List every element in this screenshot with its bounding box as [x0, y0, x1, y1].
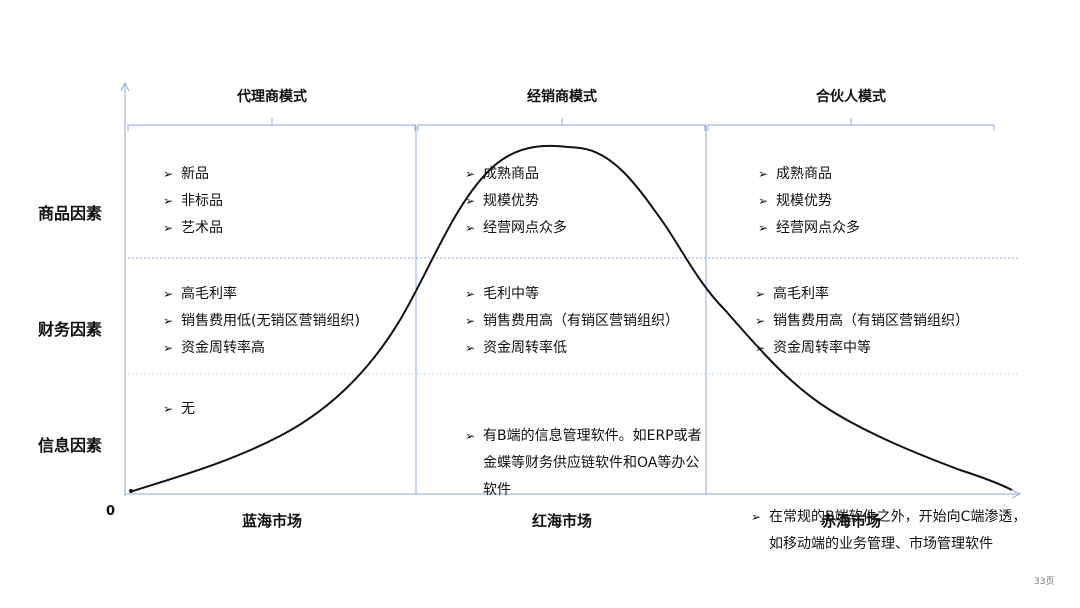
list-item: 资金周转率低 [465, 335, 679, 362]
market-red-label: 红海市场 [531, 512, 592, 530]
cell-info-partner: 在常规的B端软件之外，开始向C端渗透，如移动端的业务管理、市场管理软件 [751, 504, 1034, 558]
list-item: 经营网点众多 [758, 215, 860, 242]
list-item: 新品 [163, 161, 223, 188]
list-item: 成熟商品 [758, 161, 860, 188]
x-axis-arrow-icon [1011, 489, 1022, 499]
row-label-finance: 财务因素 [38, 320, 103, 339]
list-item: 成熟商品 [465, 161, 567, 188]
cell-finance-agent: 高毛利率 销售费用低(无销区营销组织) 资金周转率高 [163, 281, 360, 362]
list-item: 规模优势 [465, 188, 567, 215]
page-number: 33页 [1034, 577, 1055, 587]
list-item: 经营网点众多 [465, 215, 567, 242]
list-item: 资金周转率高 [163, 335, 360, 362]
header-partner-mode: 合伙人模式 [816, 89, 886, 105]
row-label-info: 信息因素 [38, 436, 103, 455]
list-item: 高毛利率 [755, 281, 969, 308]
cell-finance-distributor: 毛利中等 销售费用高（有销区营销组织） 资金周转率低 [465, 281, 679, 362]
cell-info-agent: 无 [163, 396, 401, 423]
market-blue-label: 蓝海市场 [241, 512, 302, 530]
list-item: 销售费用低(无销区营销组织) [163, 308, 360, 335]
cell-product-partner: 成熟商品 规模优势 经营网点众多 [758, 161, 860, 242]
list-item: 艺术品 [163, 215, 223, 242]
cell-product-agent: 新品 非标品 艺术品 [163, 161, 223, 242]
brace-distributor [417, 118, 706, 131]
brace-agent [127, 118, 416, 131]
origin-label: 0 [106, 504, 116, 519]
list-item: 高毛利率 [163, 281, 360, 308]
header-distributor-mode: 经销商模式 [527, 89, 597, 105]
curve-start-dot [129, 489, 133, 493]
list-item: 毛利中等 [465, 281, 679, 308]
market-crimson-label: 赤海市场 [820, 512, 881, 530]
list-item: 资金周转率中等 [755, 335, 969, 362]
brace-partner [707, 118, 995, 131]
y-axis-arrow-icon [120, 81, 130, 92]
cell-product-distributor: 成熟商品 规模优势 经营网点众多 [465, 161, 567, 242]
list-item: 销售费用高（有销区营销组织） [465, 308, 679, 335]
cell-info-distributor: 有B端的信息管理软件。如ERP或者金蝶等财务供应链软件和OA等办公软件 [465, 423, 705, 504]
list-item: 非标品 [163, 188, 223, 215]
header-agent-mode: 代理商模式 [237, 89, 307, 105]
list-item: 销售费用高（有销区营销组织） [755, 308, 969, 335]
list-item: 规模优势 [758, 188, 860, 215]
cell-finance-partner: 高毛利率 销售费用高（有销区营销组织） 资金周转率中等 [755, 281, 969, 362]
row-label-product: 商品因素 [38, 204, 103, 223]
